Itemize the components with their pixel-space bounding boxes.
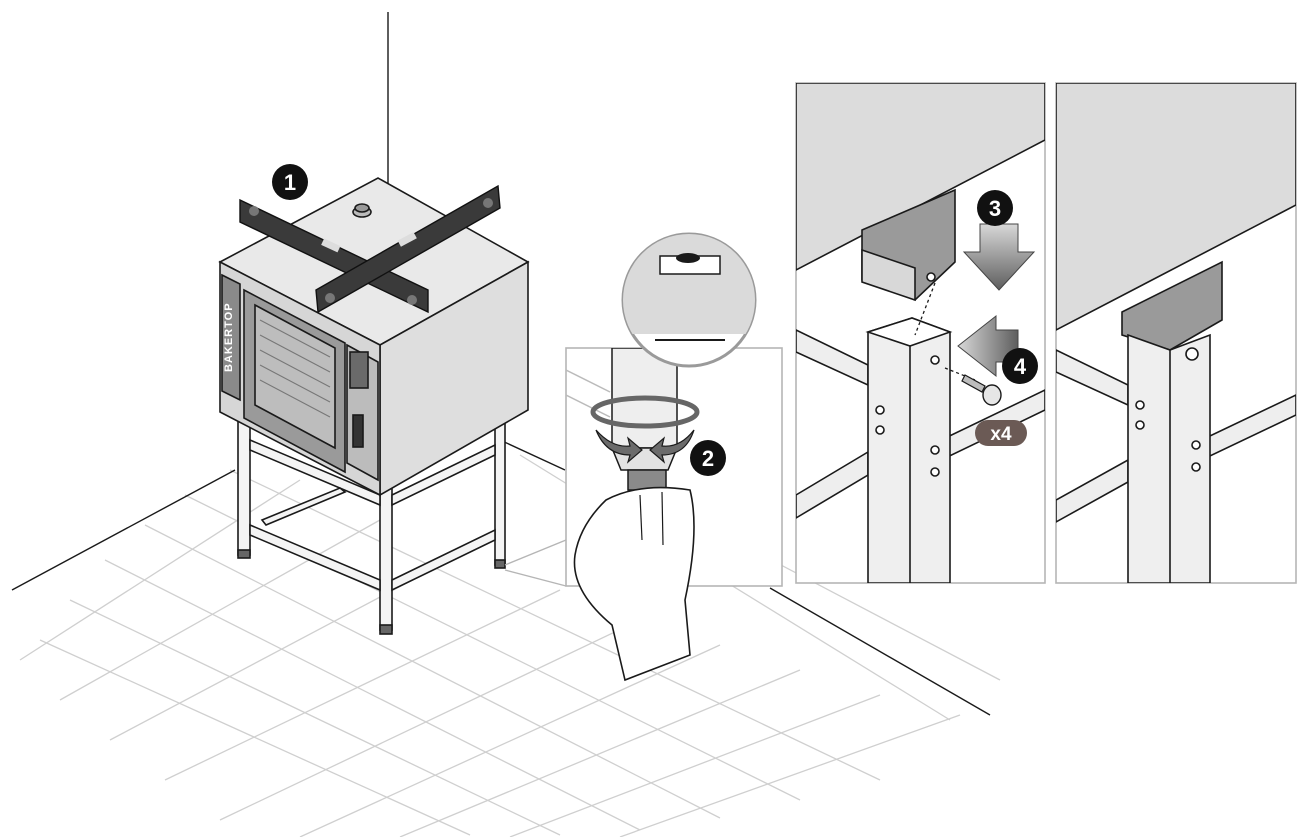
screw-icon — [961, 374, 1002, 406]
step-badge-1: 1 — [272, 164, 308, 200]
level-bubble-magnifier — [621, 232, 757, 368]
brand-label: BAKERTOP — [223, 302, 235, 372]
svg-text:3: 3 — [989, 196, 1001, 221]
svg-text:1: 1 — [284, 170, 296, 195]
svg-text:4: 4 — [1014, 354, 1027, 379]
spirit-level-left — [239, 198, 429, 314]
hand-illustration — [573, 486, 695, 682]
spirit-level-right — [315, 184, 501, 314]
screw-quantity-badge: x4 — [975, 420, 1027, 446]
floor-grid — [19, 454, 1001, 837]
rotate-arrow-left-icon — [595, 429, 643, 464]
step-badge-2: 2 — [690, 440, 726, 476]
svg-text:x4: x4 — [990, 424, 1012, 445]
oven-stand — [237, 419, 506, 635]
rotate-arrow-right-icon — [649, 429, 695, 464]
svg-text:2: 2 — [702, 446, 714, 471]
foot-adjustment-detail — [504, 347, 783, 682]
step-badge-3: 3 — [977, 190, 1013, 226]
arrow-down-icon — [962, 223, 1036, 291]
step-badge-4: 4 — [1002, 348, 1038, 384]
